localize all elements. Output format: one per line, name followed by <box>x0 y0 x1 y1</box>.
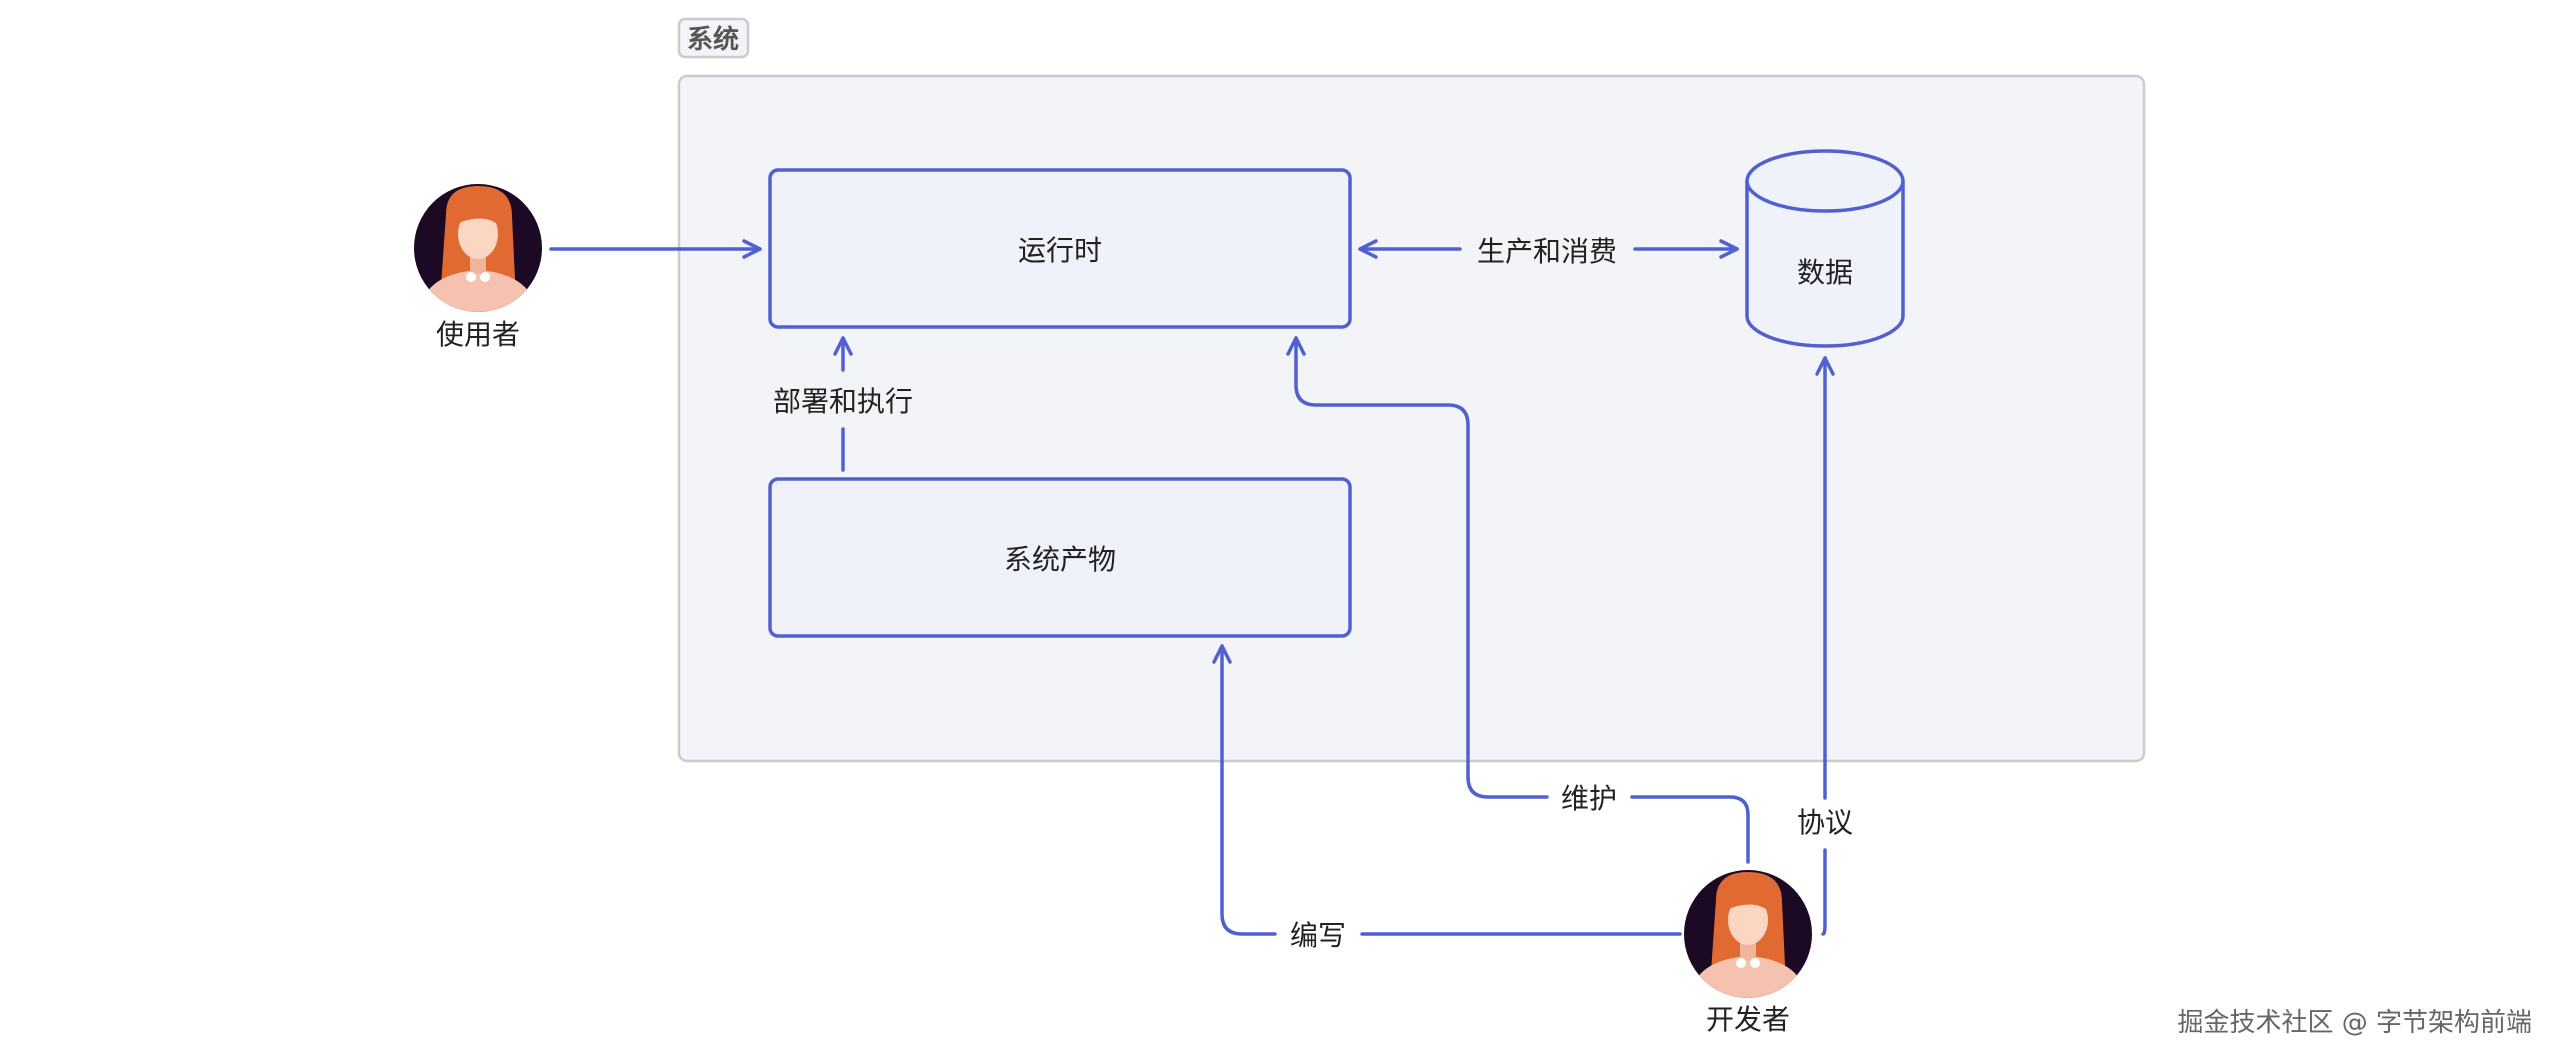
edge-maintain-right <box>1630 795 1750 864</box>
person-avatar-icon <box>414 184 542 312</box>
user-label: 使用者 <box>436 318 520 351</box>
developer-actor: 开发者 <box>1684 870 1812 1036</box>
artifact-node: 系统产物 <box>768 477 1352 638</box>
runtime-node: 运行时 <box>768 168 1352 329</box>
edge-maintain-left <box>1286 336 1549 799</box>
person-avatar-icon <box>1684 870 1812 998</box>
data-label: 数据 <box>1797 256 1853 289</box>
edge-label-maintain: 维护 <box>1561 782 1617 815</box>
system-group-label: 系统 <box>687 24 739 55</box>
watermark: 掘金技术社区 @ 字节架构前端 <box>2177 1008 2532 1038</box>
runtime-label: 运行时 <box>1018 234 1102 267</box>
edge-label-protocol: 协议 <box>1797 806 1853 839</box>
data-node: 数据 <box>1745 149 1905 348</box>
data-cylinder-top <box>1745 149 1905 213</box>
edge-label-deploy-execute: 部署和执行 <box>773 385 913 418</box>
user-actor: 使用者 <box>414 184 542 351</box>
edge-protocol-lower <box>1821 848 1827 936</box>
edge-label-write: 编写 <box>1290 919 1346 952</box>
system-group-tag <box>677 17 750 59</box>
edge-write-left <box>1212 644 1277 936</box>
edge-label-produce-consume: 生产和消费 <box>1477 235 1617 268</box>
artifact-label: 系统产物 <box>1004 543 1116 576</box>
developer-label: 开发者 <box>1706 1003 1790 1036</box>
